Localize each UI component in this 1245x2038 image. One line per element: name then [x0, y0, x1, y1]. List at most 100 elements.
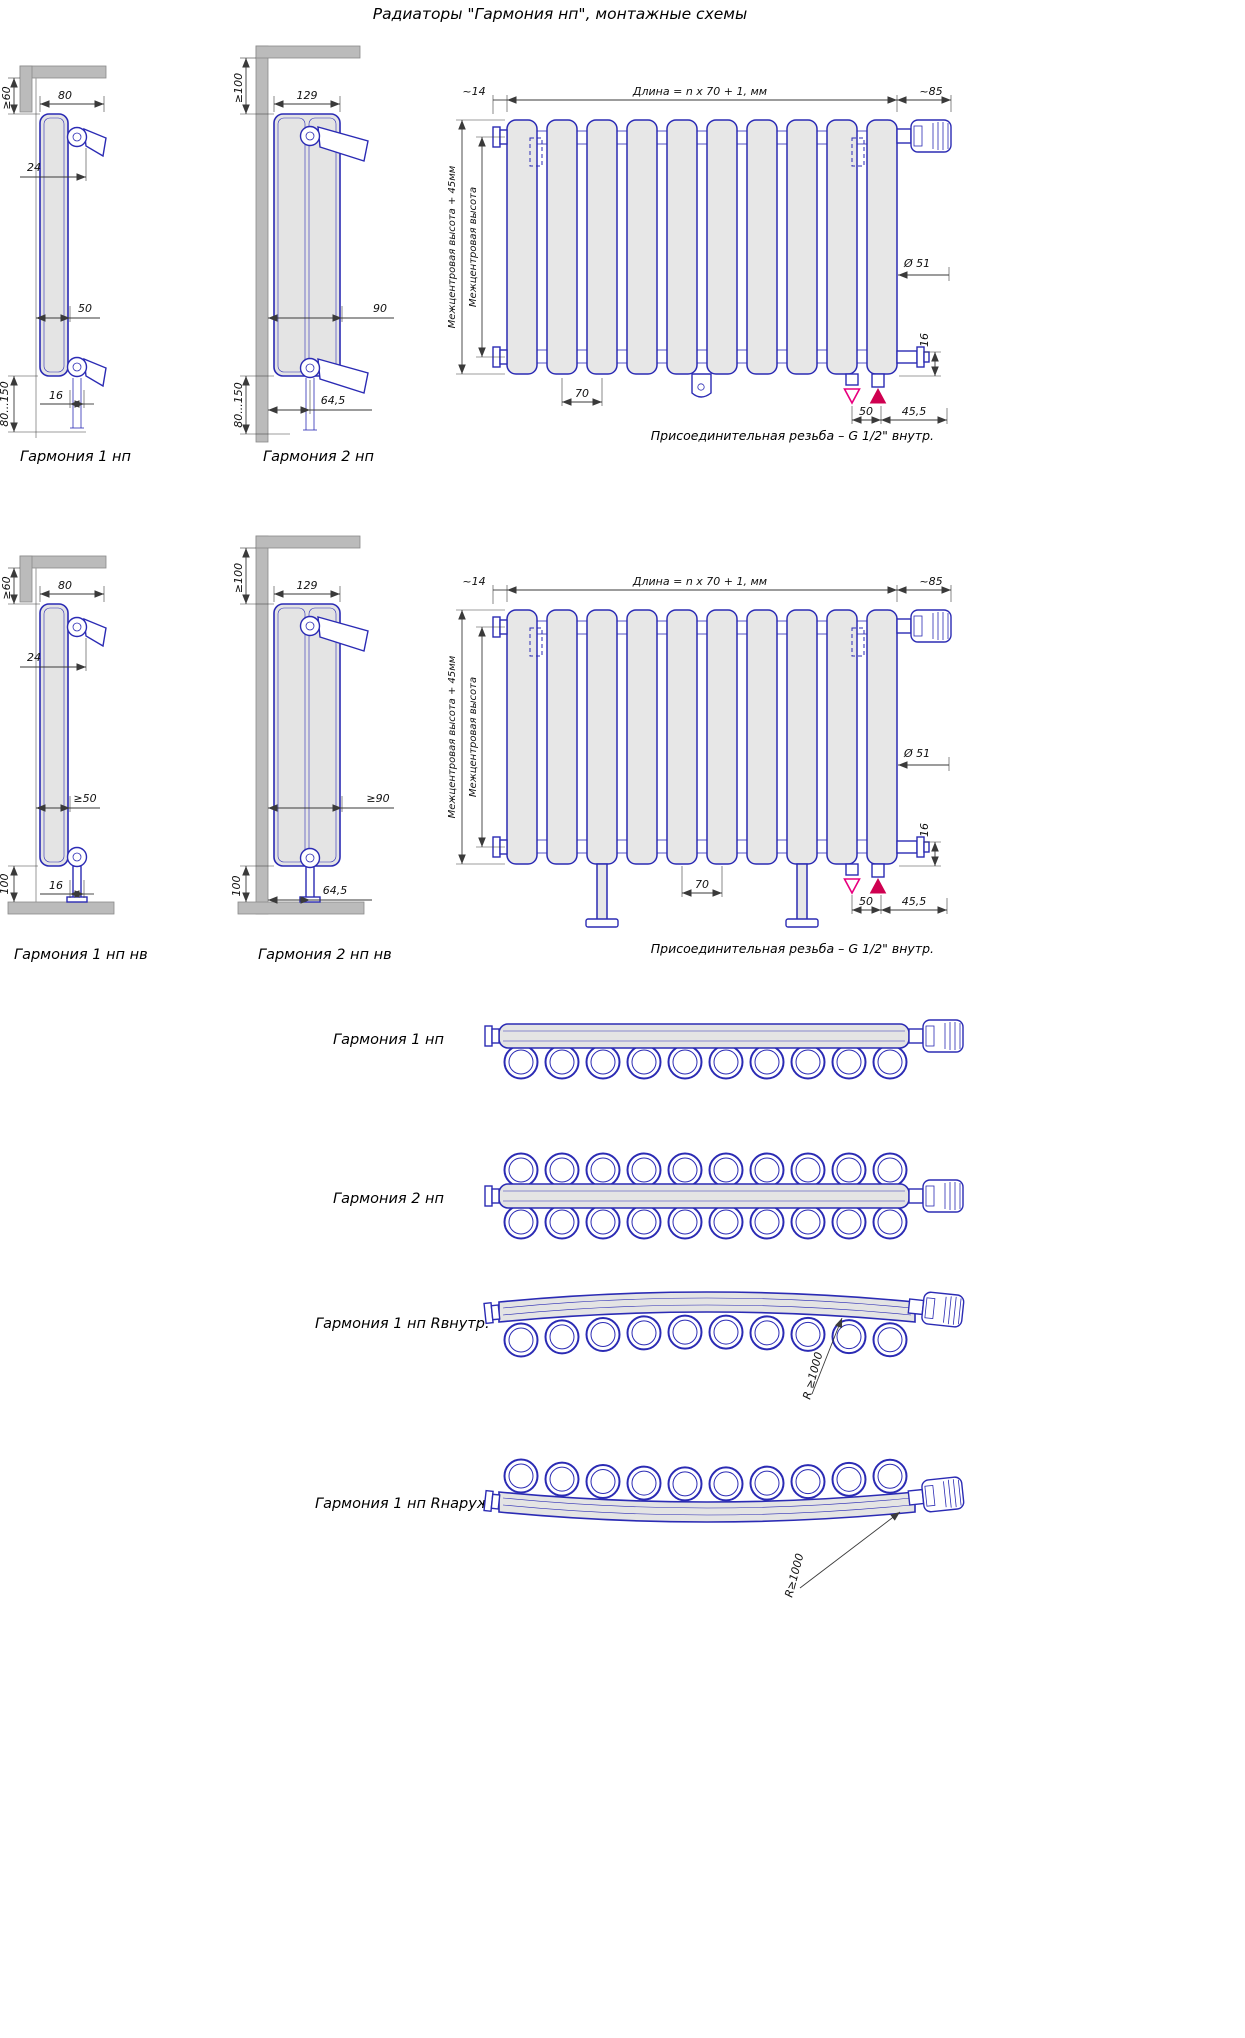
bracket-pivot [299, 615, 321, 637]
tube-section-bore [590, 1469, 616, 1494]
radiator-tube [786, 119, 818, 375]
tube-section-bore [549, 1324, 575, 1350]
bracket-pivot [299, 847, 321, 869]
dim-right-margin: ~85 [919, 85, 942, 98]
top-view-1np-r-outer: Гармония 1 нп Rнаружн. R≥1000 [315, 1458, 966, 1599]
tube-section-bore [713, 1049, 739, 1075]
top-view-2np: Гармония 2 нп [333, 1152, 964, 1240]
tube-section-bore [836, 1466, 862, 1492]
tube-section-bore [590, 1322, 616, 1347]
tube-section-bore [631, 1470, 657, 1496]
end-fitting [483, 1489, 501, 1513]
dim-right-margin: ~85 [919, 575, 942, 588]
drain-plug [896, 836, 930, 858]
bracket-pivot [299, 125, 321, 147]
radiator-tube [506, 119, 538, 375]
dim-axis: 90 [373, 302, 387, 315]
radiator-tube [626, 119, 658, 375]
thermostat-valve [906, 1289, 966, 1329]
tube-section-bore [795, 1157, 821, 1183]
wall-section [255, 45, 269, 443]
tube-section-bore [795, 1469, 821, 1495]
wall-bracket-hook [83, 358, 107, 387]
garmoniya-front-view-floor: ~14 Длина = n x 70 + 1, мм ~85 Межцентро… [447, 575, 952, 956]
tube-section-bore [877, 1157, 903, 1183]
thermostat-valve [908, 1019, 964, 1053]
dim-16: 16 [918, 823, 931, 837]
tube-section-bore [672, 1319, 698, 1345]
tube-section-bore [590, 1157, 616, 1183]
dim-diameter: Ø 51 [903, 257, 930, 270]
tube-section-bore [672, 1209, 698, 1235]
tube-section-bore [795, 1049, 821, 1075]
bracket-pivot [66, 846, 88, 868]
tube-section-bore [877, 1209, 903, 1235]
tube-section-bore [836, 1049, 862, 1075]
radiator-tube [546, 119, 578, 375]
radiator-tube [826, 119, 858, 375]
tube-section-bore [836, 1324, 862, 1350]
tube-section-bore [713, 1471, 739, 1497]
thermostat-valve [906, 1475, 966, 1515]
connection-fitting [845, 373, 859, 386]
tube-section-bore [877, 1327, 903, 1353]
wall-bracket-hook [317, 358, 369, 394]
tube-section-bore [754, 1470, 780, 1496]
tube-section-bore [631, 1320, 657, 1346]
radiator-tube [506, 609, 538, 865]
radiator-tube [586, 609, 618, 865]
page-title: Радиаторы "Гармония нп", монтажные схемы [373, 5, 747, 23]
wall-mount-section: 80 ≥60 24 50 16 80...150 Гармония 1 нп [0, 45, 952, 465]
collector-bar [498, 1183, 910, 1209]
dim-offset-bottom: 64,5 [321, 394, 346, 407]
dim-height-outer: Межцентровая высота + 45мм [447, 165, 458, 328]
radiator-body-inner [43, 607, 65, 863]
view-label: Гармония 1 нп Rнаружн. [315, 1496, 504, 1512]
hidden-bracket [529, 137, 543, 167]
connection-fitting [845, 863, 859, 876]
view-label: Гармония 2 нп [333, 1191, 444, 1207]
tube-sections [503, 1314, 908, 1358]
radiator-tube [666, 609, 698, 865]
dim-offset-bottom: 16 [49, 879, 63, 892]
tube-sections-front-row [503, 1152, 908, 1188]
floor-leg [596, 863, 608, 922]
dim-depth: 129 [297, 579, 318, 592]
dim-height-outer: Межцентровая высота + 45мм [447, 655, 458, 818]
radiator-panel [308, 607, 337, 863]
tube-section-bore [508, 1049, 534, 1075]
dim-left-margin: ~14 [462, 575, 485, 588]
radius-note: R≥1000 [782, 1552, 806, 1599]
dim-16: 16 [918, 333, 931, 347]
dim-45-5: 45,5 [902, 405, 927, 418]
dim-height-center: Межцентровая высота [468, 677, 479, 797]
flow-arrow-down [843, 388, 861, 405]
wall-section [19, 555, 33, 603]
floor-leg [796, 863, 808, 922]
dim-50: 50 [859, 405, 873, 418]
wall-bracket-hook [83, 618, 107, 647]
hidden-bracket [529, 627, 543, 657]
dim-50: 50 [859, 895, 873, 908]
floor-leg [299, 865, 321, 903]
dim-offset-bottom: 64,5 [323, 884, 348, 897]
leg-foot [785, 918, 819, 928]
tube-section-bore [713, 1209, 739, 1235]
wall-section [255, 535, 361, 549]
wall-section [19, 65, 33, 113]
radiator-tube [786, 609, 818, 865]
thermostat-valve [908, 1179, 964, 1213]
garmoniya-1np-side-view: 80 ≥60 24 50 16 80...150 Гармония 1 нп [0, 65, 131, 465]
wall-section [19, 555, 107, 569]
dim-height: 100 [0, 874, 11, 895]
dim-axis: 50 [78, 302, 92, 315]
floor-mount-section: 80 ≥60 24 ≥50 16 100 Гармония 1 нп нв [0, 535, 952, 963]
tube-section-bore [713, 1157, 739, 1183]
tube-section-bore [508, 1157, 534, 1183]
tube-section-bore [549, 1049, 575, 1075]
tube-section-bore [631, 1157, 657, 1183]
radiator-tube [746, 609, 778, 865]
tube-section-bore [672, 1049, 698, 1075]
radiator-body [273, 113, 341, 377]
